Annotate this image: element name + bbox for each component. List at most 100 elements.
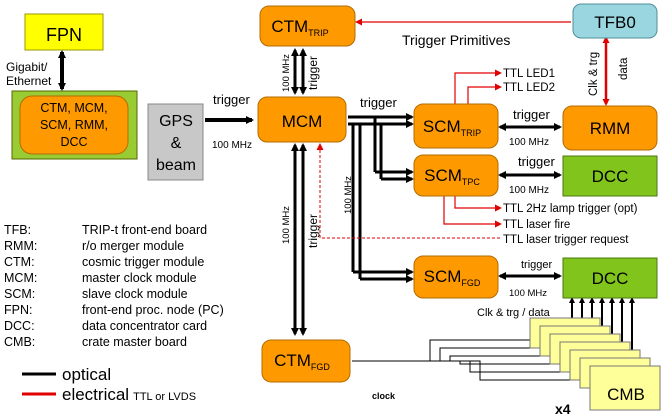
fpn-box [24, 13, 104, 51]
rmm-label: RMM [590, 119, 631, 138]
tfb-label: TFB0 [594, 13, 636, 32]
gps-box [147, 103, 204, 181]
gigabit-label-1: Gigabit/ [6, 60, 48, 74]
scmtrip-mhz-label: 100 MHz [509, 137, 549, 148]
fpn-group-line1: CTM, MCM, [40, 101, 107, 115]
glossary-abbr: CTM: [4, 255, 35, 269]
scm-trip-box [413, 103, 499, 149]
glossary-desc: r/o merger module [82, 239, 184, 253]
ttl-fire-line [443, 196, 502, 228]
scm-tpc-sub: TPC [462, 177, 481, 187]
bus-mhz-label: 100 MHz [343, 176, 354, 214]
glossary-abbr: DCC: [4, 319, 35, 333]
cmb-clock-lines [352, 339, 590, 381]
scm-tpc-box [413, 154, 499, 197]
tfb-box [572, 3, 658, 39]
ctmtrip-trigger-label: trigger [306, 56, 320, 90]
glossary-abbr: MCM: [4, 271, 37, 285]
glossary-abbr: SCM: [4, 287, 35, 301]
cmb-front-box [589, 365, 661, 411]
glossary-desc: front-end proc. node (PC) [82, 303, 224, 317]
scm-trip-base: SCM [423, 117, 461, 136]
ttl-lamp-label: TTL 2Hz lamp trigger (opt) [503, 203, 638, 215]
ctm-fgd-sub: FGD [311, 362, 330, 372]
mcm-bus-trigger-label: trigger [360, 95, 398, 110]
ttl-led-lines [454, 69, 502, 104]
data-label: data [618, 57, 630, 80]
ttl-request-line [316, 143, 500, 239]
scm-fgd-sub: FGD [461, 278, 480, 288]
gps-line1: GPS [159, 113, 193, 130]
ttl-led1-label: TTL LED1 [503, 68, 555, 80]
electrical-connections [316, 18, 610, 239]
ttl-laser-fire-label: TTL laser fire [503, 219, 570, 231]
glossary-desc: master clock module [82, 271, 197, 285]
dcc2-box [562, 257, 658, 299]
ctmtrip-mhz-label: 100 MHz [281, 54, 292, 92]
scmtpc-mhz-label: 100 MHz [509, 185, 549, 196]
gigabit-label-2: Ethernet [6, 74, 52, 88]
scm-fgd-box [413, 255, 499, 299]
scm-fgd-label: SCMFGD [424, 267, 481, 288]
legend: optical electrical TTL or LVDS [22, 365, 196, 404]
scm-trip-sub: TRIP [461, 128, 482, 138]
ctmfgd-trigger-label: trigger [306, 214, 320, 248]
legend-electrical-note: TTL or LVDS [133, 391, 196, 403]
glossary: TFB: TRIP-t front-end board RMM: r/o mer… [4, 223, 224, 349]
fpn-label: FPN [46, 25, 82, 45]
scmtrip-trigger-label: trigger [513, 107, 551, 122]
ctm-fgd-box [261, 339, 351, 383]
glossary-abbr: RMM: [4, 239, 37, 253]
glossary-desc: data concentrator card [82, 319, 207, 333]
glossary-abbr: FPN: [4, 303, 32, 317]
trigger-primitives-label: Trigger Primitives [402, 32, 510, 48]
mcm-box [257, 96, 347, 143]
fpn-group-line2: SCM, RMM, [40, 118, 108, 132]
ctm-trip-base: CTM [271, 17, 308, 36]
clock-label: clock [372, 391, 396, 401]
glossary-desc: crate master board [82, 335, 187, 349]
cmb-stack [529, 317, 661, 411]
ctm-fgd-label: CTMFGD [274, 351, 330, 372]
clk-trg-label: Clk & trg [588, 52, 600, 96]
scm-tpc-base: SCM [424, 166, 462, 185]
scmfgd-trigger-label: trigger [521, 259, 553, 271]
gps-trigger-label: trigger [213, 92, 251, 107]
gps-mhz-label: 100 MHz [212, 140, 252, 151]
mcm-label: MCM [282, 112, 323, 131]
ttl-laser-request-label: TTL laser trigger request [503, 234, 629, 246]
dcc1-label: DCC [592, 167, 629, 186]
legend-electrical-label: electrical [62, 385, 129, 404]
x4-label: x4 [555, 401, 571, 417]
dcc1-box [562, 155, 658, 197]
legend-optical-label: optical [62, 365, 111, 384]
gps-line2: & [171, 135, 182, 152]
dcc2-label: DCC [592, 269, 629, 288]
ctm-trip-box [259, 5, 356, 47]
fpn-group-line3: DCC [60, 135, 87, 149]
ctm-fgd-base: CTM [274, 351, 311, 370]
glossary-abbr: CMB: [4, 335, 35, 349]
ctmfgd-mhz-label: 100 MHz [281, 206, 292, 244]
glossary-desc: TRIP-t front-end board [82, 223, 207, 237]
ctm-trip-sub: TRIP [308, 28, 329, 38]
fpn-group-inner [19, 95, 129, 155]
clk-trg-data-label: Clk & trg / data [477, 307, 551, 319]
ctm-trip-label: CTMTRIP [271, 17, 328, 38]
scm-trip-label: SCMTRIP [423, 117, 481, 138]
gps-line3: beam [156, 157, 196, 174]
cmb-label: CMB [607, 385, 645, 404]
ttl-led2-label: TTL LED2 [503, 82, 555, 94]
ttl-lamp-line [454, 196, 502, 212]
glossary-abbr: TFB: [4, 223, 31, 237]
glossary-desc: cosmic trigger module [82, 255, 204, 269]
scm-fgd-base: SCM [424, 267, 462, 286]
scmfgd-mhz-label: 100 MHz [509, 288, 547, 299]
glossary-desc: slave clock module [82, 287, 188, 301]
scm-tpc-label: SCMTPC [424, 166, 480, 187]
scmtpc-trigger-label: trigger [518, 154, 556, 169]
rmm-box [562, 105, 658, 151]
legend-electrical-text: electrical TTL or LVDS [62, 385, 196, 404]
